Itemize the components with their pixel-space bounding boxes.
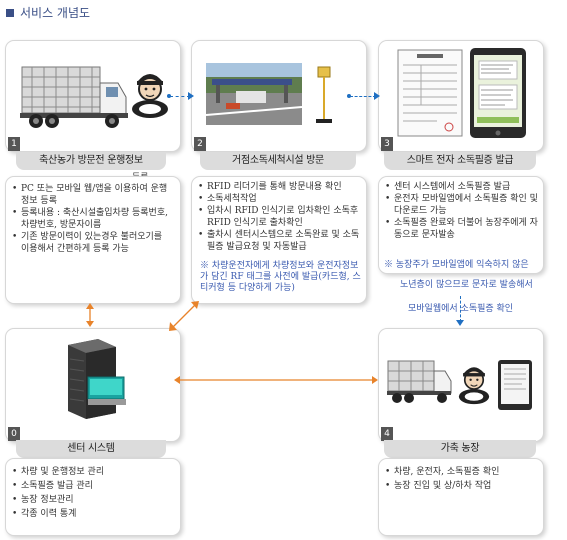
disinfection-certificate-document-image [397, 49, 463, 137]
mobile-phone-icon [469, 47, 527, 139]
driver-icon [130, 69, 170, 119]
card-4-bullet-list: 차량, 운전자, 소독필증 확인 농장 진입 및 상/하차 작업 [385, 465, 539, 493]
card-4-heading-text: 가축 농장 [440, 443, 480, 454]
card-2-bullet-list: RFID 리더기를 통해 방문내용 확인 소독세척작업 입차시 RFID 인식기… [198, 181, 362, 253]
farm-truck-image [387, 359, 453, 405]
server-computer-icon [58, 339, 132, 419]
card-3-bullet: 소독필증 완료와 더불어 농장주에게 자동으로 문자발송 [385, 217, 539, 241]
arrow-head-icon [456, 320, 464, 326]
card-2-text-panel: RFID 리더기를 통해 방문내용 확인 소독세척작업 입차시 RFID 인식기… [191, 176, 367, 304]
tablet-icon [497, 359, 533, 411]
disinfection-facility-photo [206, 63, 302, 125]
connector-2-to-3 [350, 96, 376, 97]
connector-dot [167, 94, 171, 98]
card-4-image-panel: 4 [378, 328, 544, 442]
step-number-badge: 2 [194, 137, 206, 151]
step-number-badge: 3 [381, 137, 393, 151]
card-3-note-line-2: 노년층이 많으므로 문자로 발송해서 [400, 280, 533, 290]
card-1-bullet: 기존 방문이력이 있는경우 불러오기를 이용해서 간편하게 등록 가능 [12, 231, 172, 255]
card-1-heading: 축산농가 방문전 운행정보 [16, 152, 166, 170]
card-3-image-panel: 3 [378, 40, 544, 152]
card-1-image-panel: 1 [5, 40, 181, 152]
card-4-text-panel: 차량, 운전자, 소독필증 확인 농장 진입 및 상/하차 작업 [378, 458, 544, 536]
card-0-bullet-list: 차량 및 운행정보 관리 소독필증 발급 관리 농장 정보관리 각종 이력 통계 [12, 465, 172, 521]
card-1-heading-text: 축산농가 방문전 운행정보 [39, 155, 143, 166]
card-3-bullet-list: 센터 시스템에서 소독필증 발급 운전자 모바일앱에서 소독필증 확인 및 다운… [385, 181, 539, 241]
card-3-note-line-1: ※ 농장주가 모바일앱에 익숙하지 않은 [384, 260, 529, 270]
card-3-bullet: 센터 시스템에서 소독필증 발급 [385, 181, 539, 193]
card-0-text-panel: 차량 및 운행정보 관리 소독필증 발급 관리 농장 정보관리 각종 이력 통계 [5, 458, 181, 536]
card-4-bullet: 차량, 운전자, 소독필증 확인 [385, 465, 539, 479]
card-0-heading-text: 센터 시스템 [67, 443, 115, 454]
rfid-reader-pole-icon [312, 63, 336, 125]
card-2-bullet: RFID 리더기를 통해 방문내용 확인 [198, 181, 362, 193]
card-2-bullet: 입차시 RFID 인식기로 입차확인 소독후 RFID 인식기로 출차확인 [198, 205, 362, 229]
card-3-text-panel: 센터 시스템에서 소독필증 발급 운전자 모바일앱에서 소독필증 확인 및 다운… [378, 176, 544, 274]
title-marker-icon [6, 9, 14, 17]
card-2-note: ※ 차량운전자에게 차량정보와 운전자정보가 담긴 RF 태그를 사전에 발급(… [200, 261, 361, 293]
card-2-bullet: 출차시 센터시스템으로 소독완료 및 소독필증 발급요청 및 자동발급 [198, 229, 362, 253]
card-2-heading: 거점소독세척시설 방문 [200, 152, 356, 170]
card-1-bullet: 등록내용 : 축산시설출입차량 등록번호, 차량번호, 방문자이름 [12, 207, 172, 231]
step-number-badge: 4 [381, 427, 393, 441]
step-number-badge: 1 [8, 137, 20, 151]
card-2-image-panel: 2 [191, 40, 367, 152]
card-0-bullet: 차량 및 운행정보 관리 [12, 465, 172, 479]
connector-3-to-4 [460, 296, 461, 322]
card-0-heading: 센터 시스템 [16, 440, 166, 458]
card-4-bullet: 농장 진입 및 상/하차 작업 [385, 479, 539, 493]
connector-dot [347, 94, 351, 98]
card-0-bullet: 각종 이력 통계 [12, 507, 172, 521]
connector-1-to-2 [170, 96, 190, 97]
arrow-head-icon [374, 92, 380, 100]
card-1-text-panel: PC 또는 모바일 웹/앱을 이용하여 운행정보 등록 등록내용 : 축산시설출… [5, 176, 181, 304]
card-2-heading-text: 거점소독세척시설 방문 [232, 155, 324, 166]
card-0-bullet: 농장 정보관리 [12, 493, 172, 507]
card-2-bullet: 소독세척작업 [198, 193, 362, 205]
driver-icon [457, 363, 491, 405]
card-4-heading: 가축 농장 [384, 440, 536, 458]
card-3-heading: 스마트 전자 소독필증 발급 [384, 152, 536, 170]
card-0-image-panel: 0 [5, 328, 181, 442]
card-1-bullet: PC 또는 모바일 웹/앱을 이용하여 운행정보 등록 [12, 183, 172, 207]
page-title: 서비스 개념도 [20, 6, 91, 20]
card-1-bullet-list: PC 또는 모바일 웹/앱을 이용하여 운행정보 등록 등록내용 : 축산시설출… [12, 183, 172, 255]
card-3-heading-text: 스마트 전자 소독필증 발급 [406, 155, 514, 166]
card-3-bullet: 운전자 모바일앱에서 소독필증 확인 및 다운로드 가능 [385, 193, 539, 217]
arrow-head-icon [188, 92, 194, 100]
step-number-badge: 0 [8, 427, 20, 441]
livestock-truck-image [20, 63, 130, 131]
card-0-bullet: 소독필증 발급 관리 [12, 479, 172, 493]
